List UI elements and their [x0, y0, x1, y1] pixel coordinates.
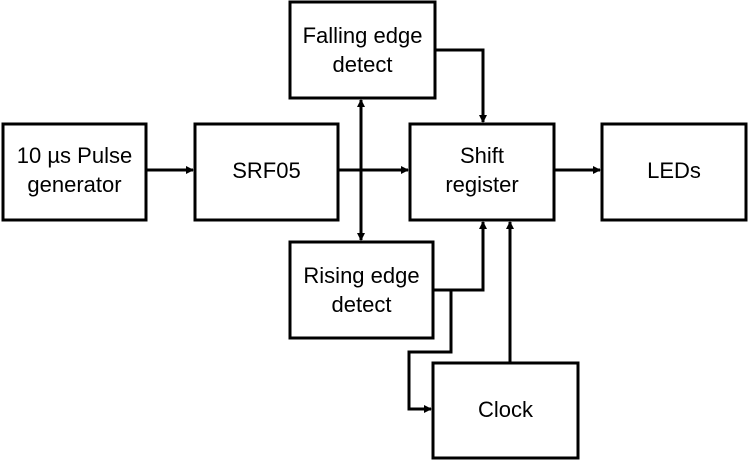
srf05-block: SRF05: [193, 122, 340, 222]
rising-edge-detect-block: Rising edge detect: [288, 240, 435, 340]
shift-register-block: Shift register: [408, 122, 556, 222]
clock-label: Clock: [478, 397, 534, 422]
shift-register-label-line1: Shift: [460, 143, 504, 168]
srf05-label: SRF05: [232, 158, 300, 183]
falling-edge-label-line1: Falling edge: [303, 23, 423, 48]
rising-edge-to-shift-register-arrow: [433, 221, 487, 292]
pulse-generator-label-line1: 10 µs Pulse: [17, 143, 132, 168]
falling-edge-label-line2: detect: [333, 52, 393, 77]
falling-edge-to-shift-register-arrow: [435, 48, 487, 123]
leds-label: LEDs: [647, 158, 701, 183]
leds-block: LEDs: [600, 122, 748, 222]
rising-edge-label-line2: detect: [332, 292, 392, 317]
pulse-generator-label-line2: generator: [27, 172, 121, 197]
rising-edge-label-line1: Rising edge: [303, 263, 419, 288]
rising-edge-to-clock-arrow: [407, 290, 453, 413]
shift-register-label-line2: register: [445, 172, 518, 197]
falling-edge-detect-block: Falling edge detect: [288, 0, 437, 100]
pulse-generator-block: 10 µs Pulse generator: [1, 122, 148, 222]
clock-block: Clock: [431, 361, 580, 460]
